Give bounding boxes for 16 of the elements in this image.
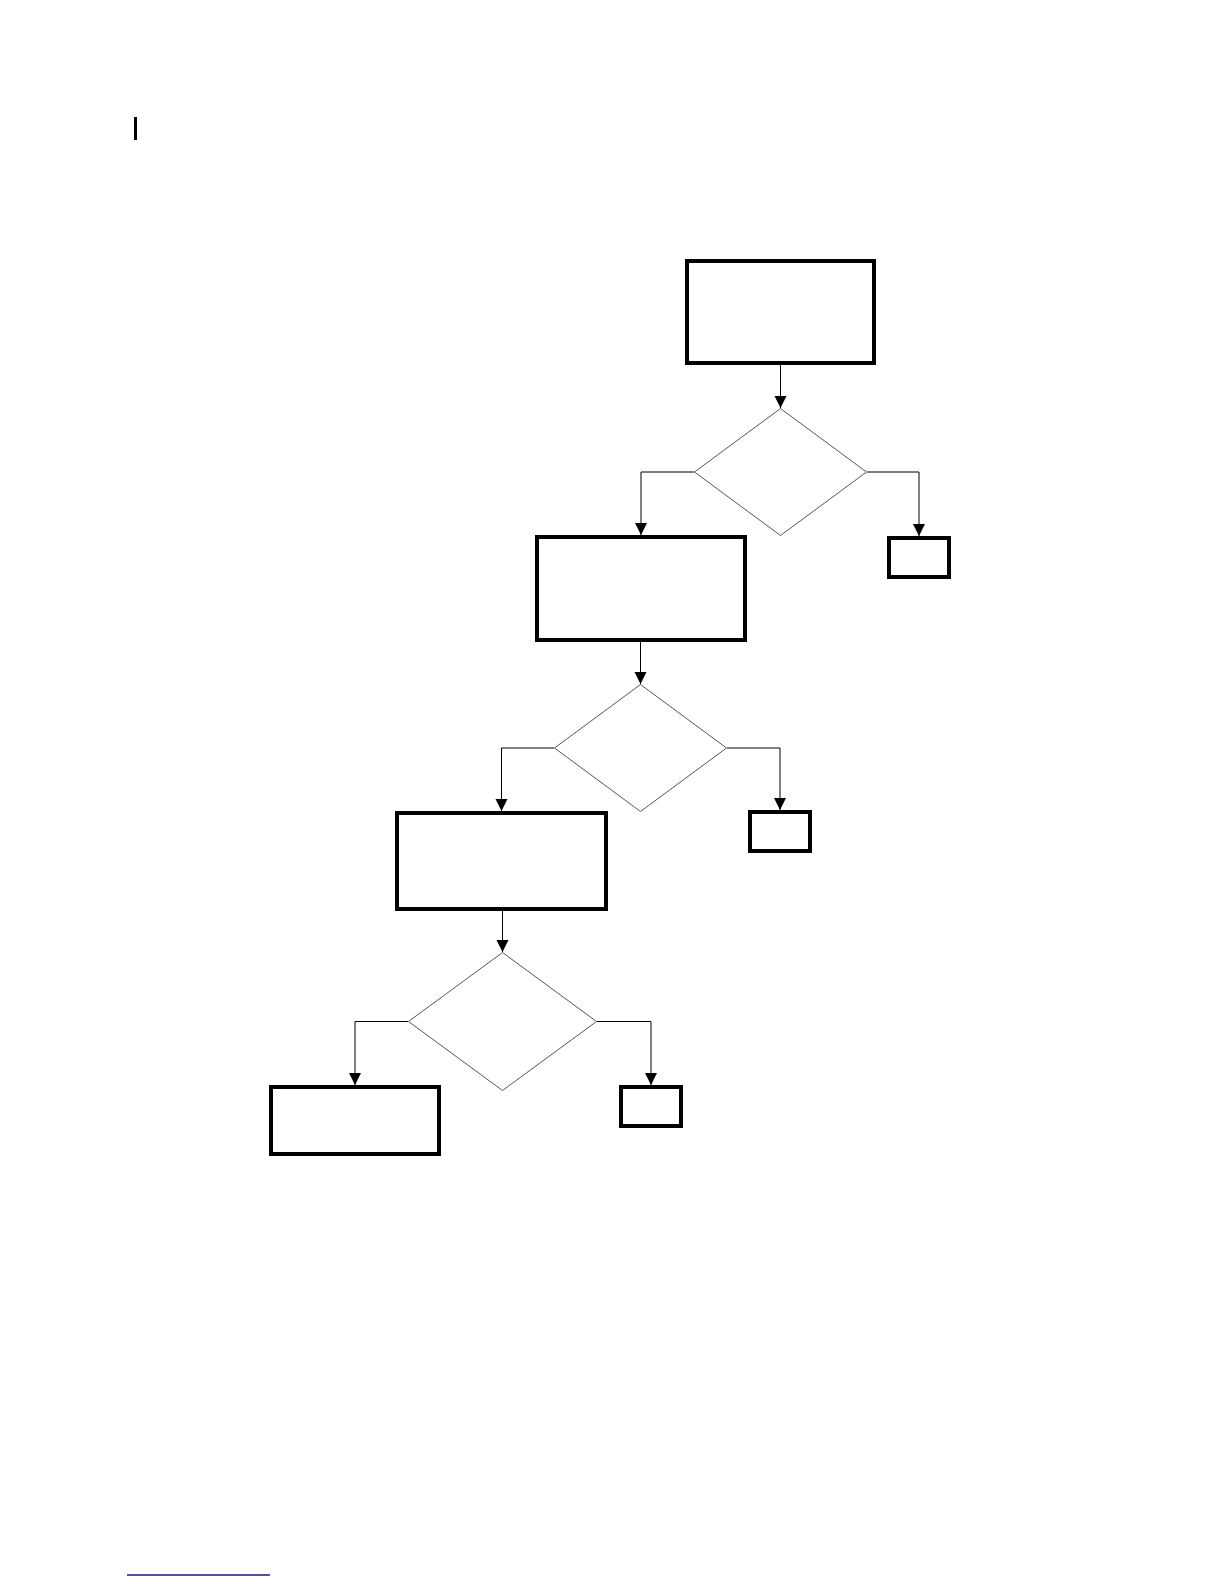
process-box [748, 810, 812, 853]
arrow [496, 910, 509, 953]
arrow [596, 1021, 657, 1086]
process-box [887, 536, 951, 579]
arrow [349, 1021, 409, 1086]
arrow [774, 364, 787, 409]
arrow [635, 471, 695, 536]
process-box [395, 811, 608, 911]
process-box [269, 1085, 441, 1156]
arrow [866, 471, 925, 537]
arrow [634, 641, 647, 685]
arrow [495, 747, 555, 812]
process-box [685, 259, 876, 365]
arrow [726, 747, 786, 811]
process-box [535, 535, 747, 642]
process-box [619, 1085, 683, 1128]
